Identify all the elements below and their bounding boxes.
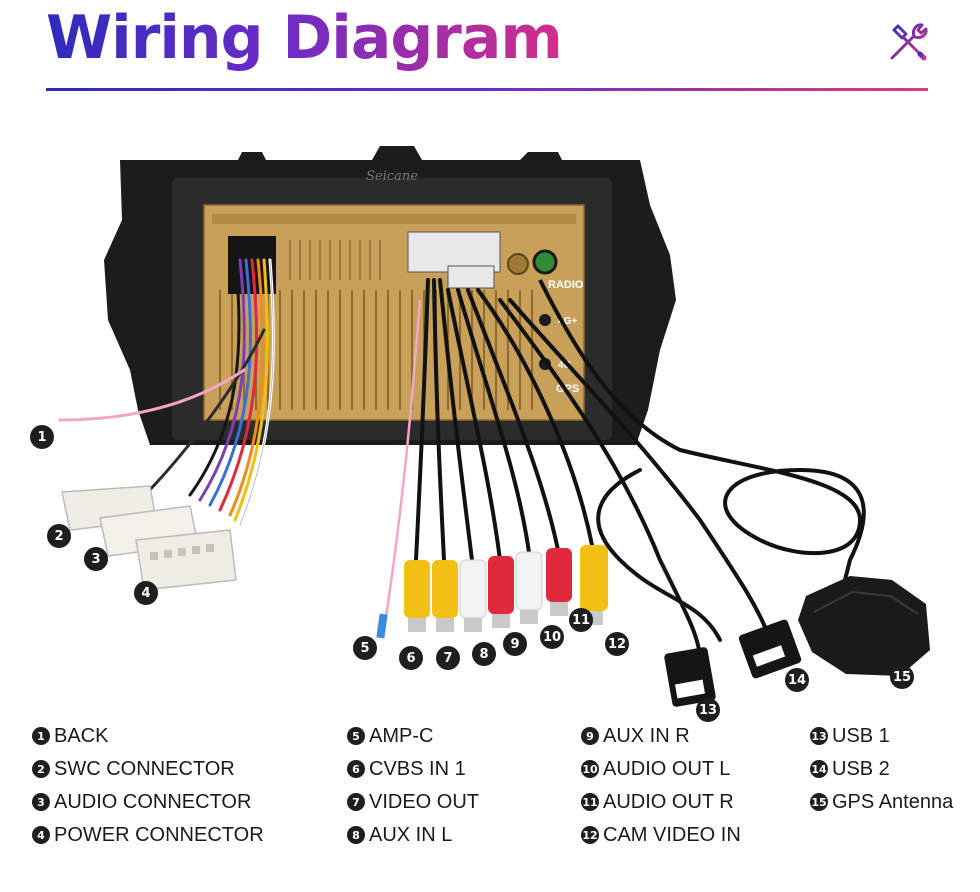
gps-antenna-puck: [798, 576, 930, 676]
callout-10: 10: [540, 625, 564, 649]
tools-icon: [890, 23, 928, 61]
callout-5: 5: [353, 636, 377, 660]
rca-cables: [414, 278, 594, 562]
callout-13: 13: [696, 698, 720, 722]
callout-14: 14: [785, 668, 809, 692]
amp-c-wire: [382, 299, 422, 631]
callout-12: 12: [605, 632, 629, 656]
callout-9: 9: [503, 632, 527, 656]
rca-plug-11: [546, 548, 572, 616]
callout-6: 6: [399, 646, 423, 670]
rca-plug-9: [488, 556, 514, 628]
callout-15: 15: [890, 665, 914, 689]
port-label-4g: 4G: [558, 360, 572, 371]
callout-11: 11: [569, 608, 593, 632]
callout-2: 2: [47, 524, 71, 548]
page-title: Wiring Diagram: [46, 3, 563, 73]
rca-plugs: [404, 545, 608, 632]
rca-plug-8: [459, 559, 487, 632]
amp-c-tip: [376, 613, 388, 639]
power-harness: [58, 258, 275, 527]
title-divider: [46, 88, 928, 91]
harness-plugs: [61, 485, 237, 591]
usb-cables: [498, 298, 772, 662]
callout-4: 4: [134, 581, 158, 605]
gps-cable: [538, 279, 866, 601]
callout-7: 7: [436, 646, 460, 670]
rca-plug-7: [432, 560, 458, 632]
callout-8: 8: [472, 642, 496, 666]
callout-3: 3: [84, 547, 108, 571]
brand-text: Seicane: [366, 169, 418, 184]
rca-plug-6: [404, 560, 430, 632]
callout-1: 1: [30, 425, 54, 449]
port-label-radio: RADIO: [548, 279, 584, 291]
port-label-4g-plus: 4G+: [558, 316, 577, 327]
rca-plug-10: [515, 551, 543, 624]
usb-plugs: [664, 619, 802, 707]
